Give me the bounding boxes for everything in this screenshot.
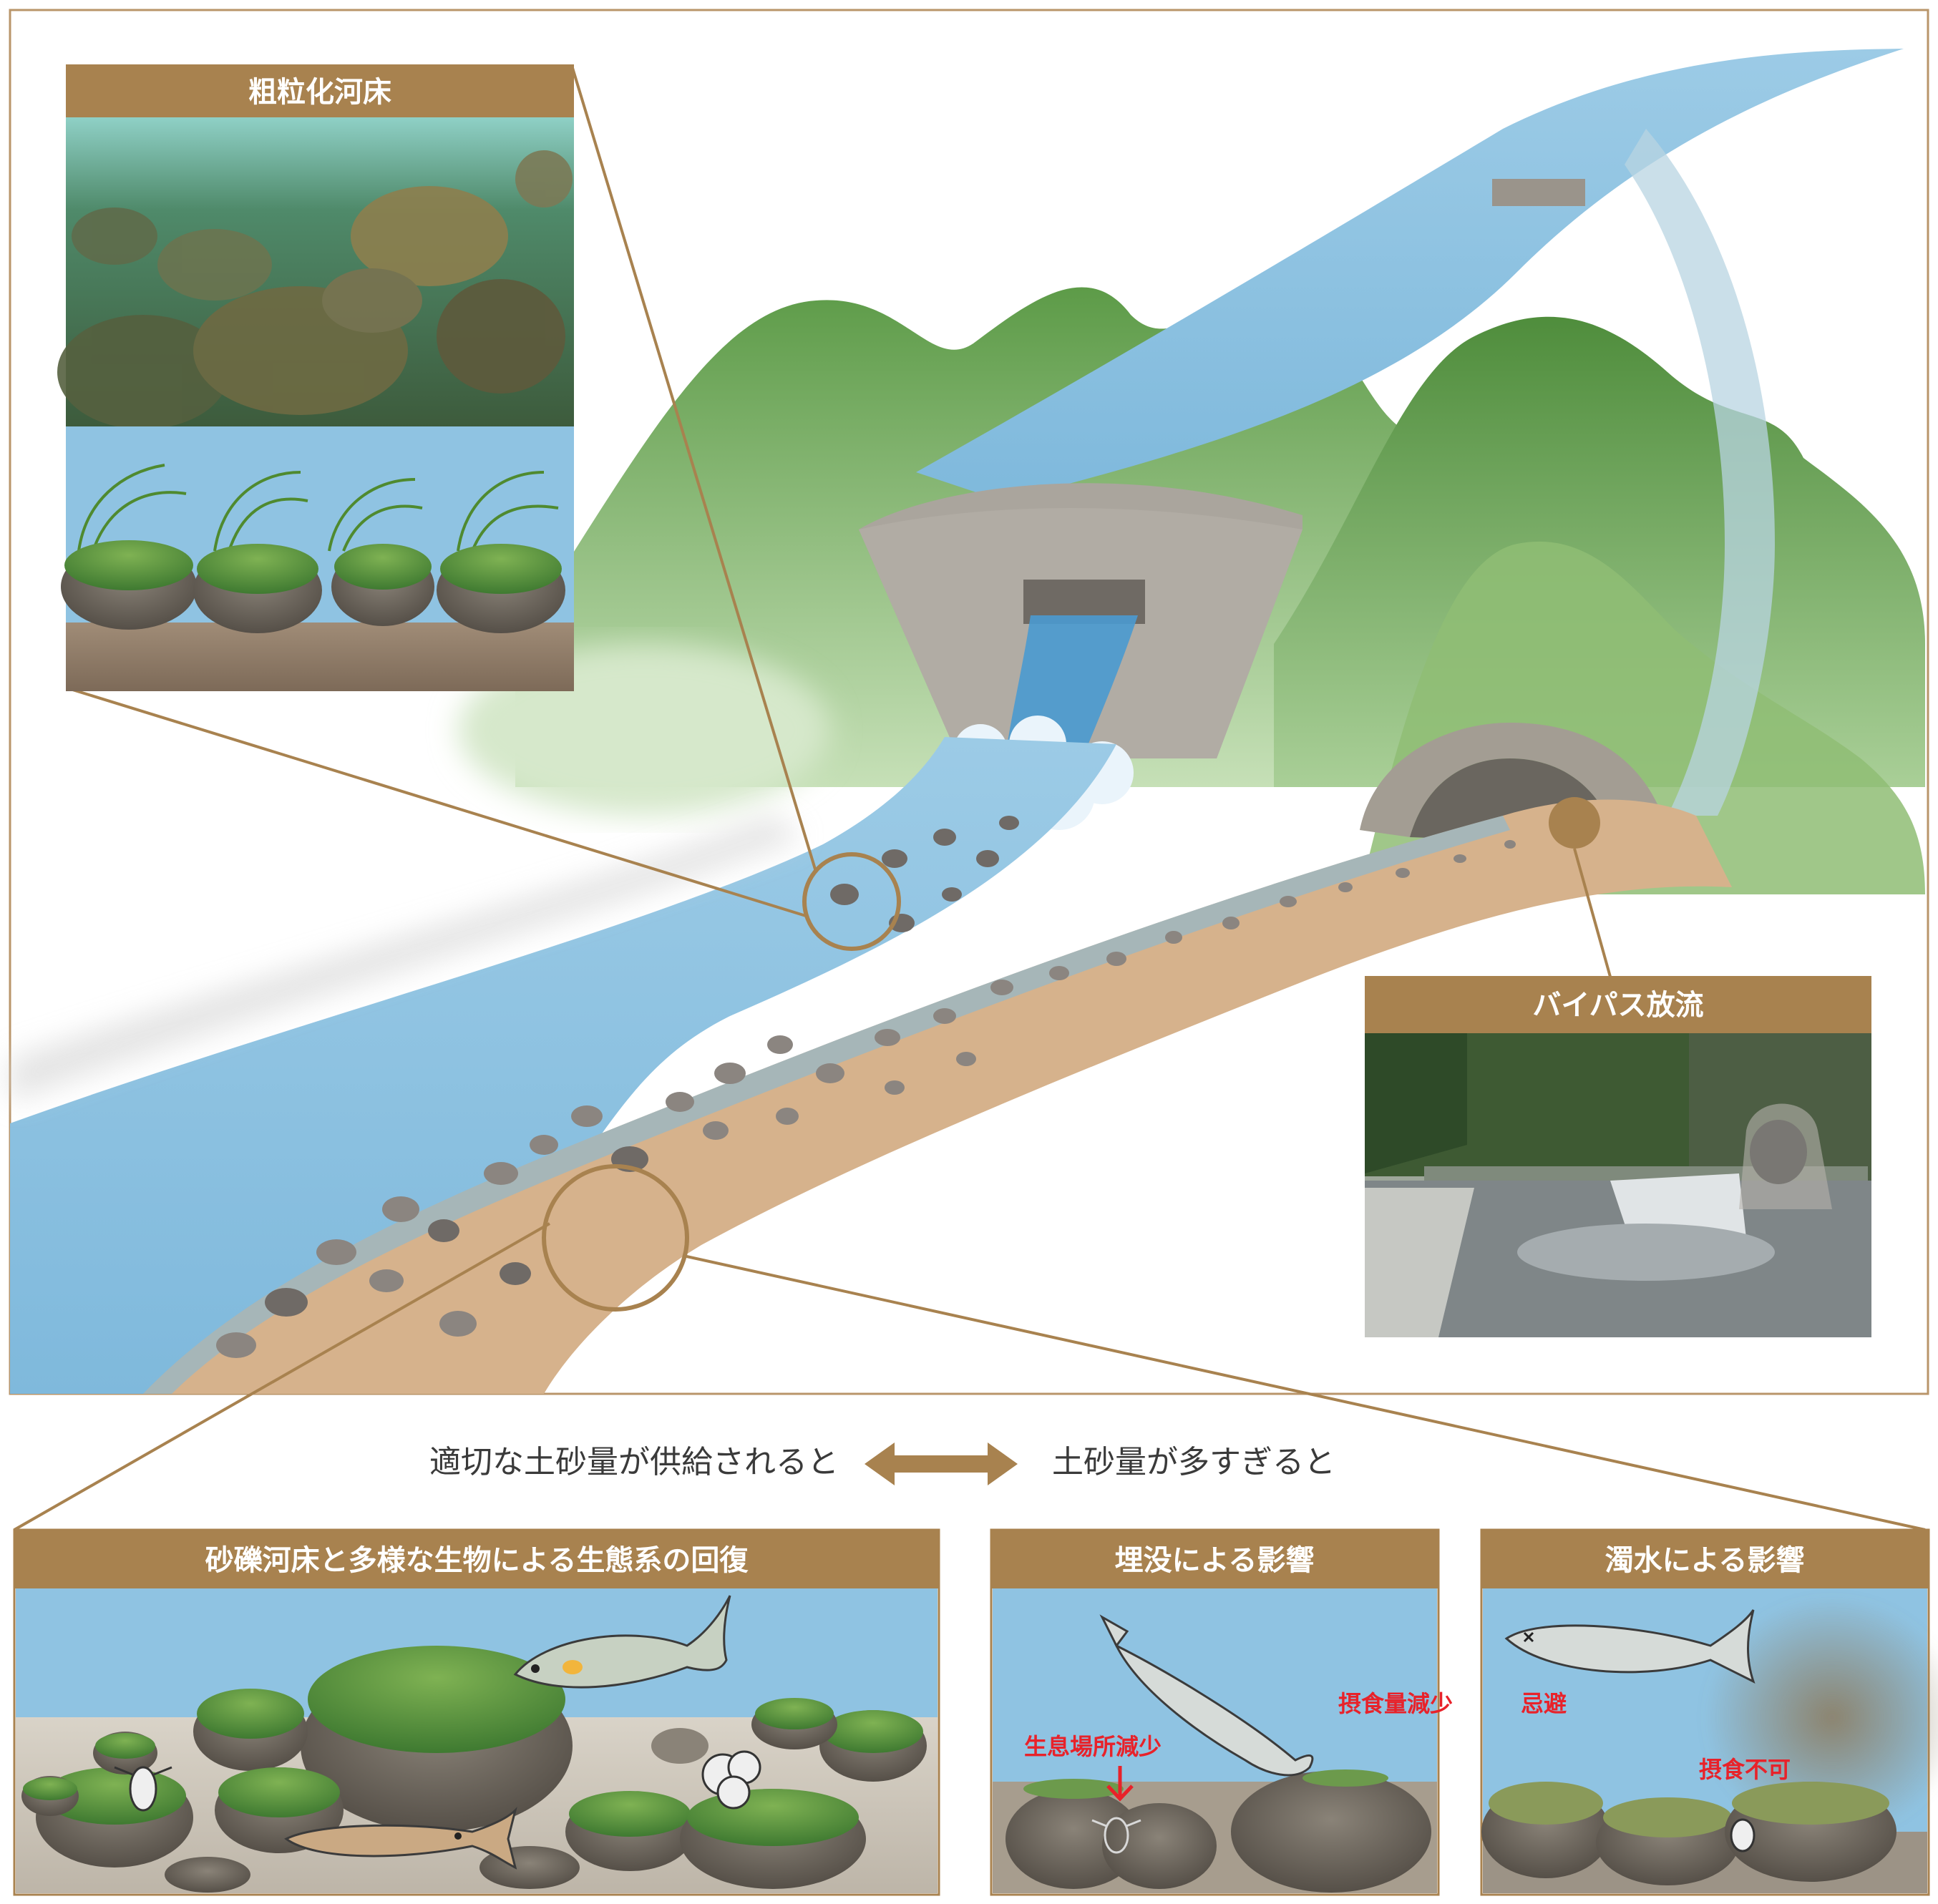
upstream-river: [916, 49, 1904, 501]
fish-icon: [284, 1807, 517, 1870]
seaweed: [77, 464, 559, 552]
gravel-dam-channel: [830, 816, 1019, 932]
panel-bypass: バイパス放流: [1365, 976, 1871, 1337]
down-arrow-icon: [1106, 1766, 1134, 1802]
callout-circle-dam-channel: [802, 852, 901, 951]
burial-boulders: [1005, 1769, 1431, 1893]
landscape: [10, 49, 1925, 1394]
burial-label-habitat: 生息場所減少: [1024, 1733, 1162, 1760]
turbid-cloud: [1703, 1596, 1938, 1839]
fish-icon: [1504, 1609, 1756, 1684]
turbidity-label-nofeed: 摂食不可: [1699, 1756, 1791, 1783]
panel-turbidity: 濁水による影響 忌避 摂食不可: [1480, 1528, 1938, 1896]
caption-appropriate-sediment: 適切な土砂量が供給されると: [429, 1444, 839, 1480]
fish-icon: [513, 1595, 731, 1689]
panel-recovery-title: 砂礫河床と多様な生物による生態系の回復: [205, 1544, 749, 1577]
panel-coarse-bed: 粗粒化河床: [57, 64, 574, 691]
insect-icon: [1730, 1818, 1756, 1852]
fish-icon: [1099, 1614, 1314, 1777]
insect-icon: [114, 1766, 172, 1812]
callout-circle-sediment: [542, 1164, 689, 1312]
burial-label-feeding: 摂食量減少: [1338, 1690, 1453, 1717]
bypass-tunnel-ribbon: [1625, 129, 1775, 816]
panel-bypass-title: バイパス放流: [1532, 989, 1703, 1022]
bypass-outlet-tunnel: [1360, 723, 1667, 844]
double-arrow-icon: [865, 1442, 1018, 1485]
photo-rocks: [57, 150, 573, 429]
panel-burial: 埋没による影響 摂食量減少 生息場所減少: [990, 1528, 1453, 1896]
mossy-boulders: [61, 540, 565, 633]
gravel-field: [216, 840, 1516, 1358]
connector-lines: [14, 67, 1926, 1531]
panel-recovery: 砂礫河床と多様な生物による生態系の回復: [13, 1528, 940, 1896]
panel-coarse-bed-title: 粗粒化河床: [248, 76, 391, 109]
caption-excess-sediment: 土砂量が多すぎると: [1052, 1444, 1335, 1480]
turbidity-boulders: [1481, 1782, 1896, 1885]
panel-burial-title: 埋没による影響: [1115, 1544, 1315, 1577]
panel-turbidity-title: 濁水による影響: [1605, 1544, 1805, 1577]
turbidity-label-avoid: 忌避: [1521, 1690, 1567, 1717]
callout-dot-bypass: [1549, 797, 1600, 849]
weir: [1492, 179, 1585, 206]
caddisfly-case: [701, 1750, 761, 1810]
coarse-bed-illustration-bed: [66, 623, 574, 691]
insect-icon: [1091, 1817, 1141, 1854]
recovery-boulders: [21, 1646, 927, 1893]
sediment-river: [143, 799, 1732, 1394]
caption-row: 適切な土砂量が供給されると 土砂量が多すぎると: [429, 1442, 1335, 1485]
